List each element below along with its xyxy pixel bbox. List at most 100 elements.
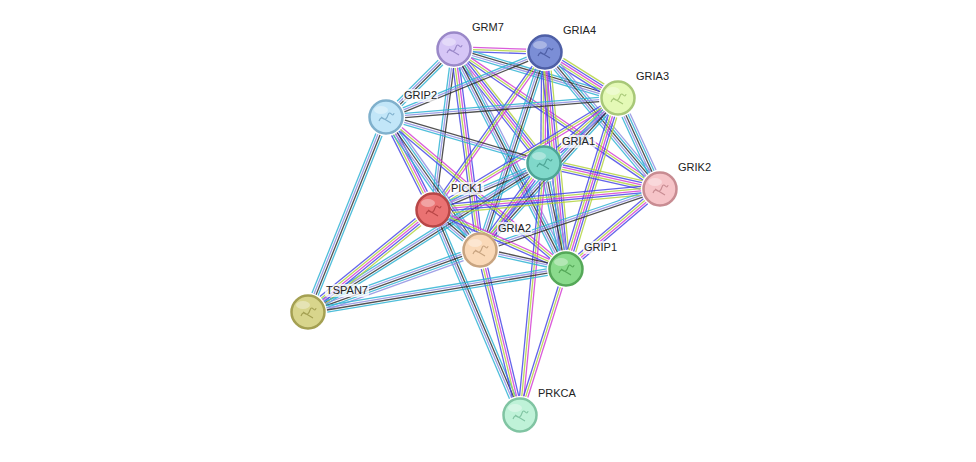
interaction-edge <box>622 113 656 173</box>
evidence-line <box>397 60 438 101</box>
evidence-line <box>562 171 641 189</box>
interaction-edge <box>562 163 643 189</box>
node-circle <box>290 294 326 330</box>
protein-node: GRIA3 <box>600 80 636 116</box>
evidence-line <box>522 182 542 396</box>
node-circle <box>502 397 538 433</box>
interaction-edge <box>498 252 548 267</box>
node-label: GRIA4 <box>562 24 597 37</box>
evidence-line <box>520 182 540 396</box>
interaction-edge <box>473 47 526 53</box>
interaction-edge <box>524 287 563 398</box>
node-label: TSPAN7 <box>325 284 369 297</box>
evidence-line <box>524 287 559 397</box>
node-circle <box>527 34 563 70</box>
evidence-line <box>399 62 440 103</box>
evidence-line <box>486 268 517 396</box>
node-circle <box>415 192 451 228</box>
evidence-line <box>320 219 416 297</box>
evidence-line <box>580 201 645 256</box>
node-label: GRIA3 <box>635 70 670 83</box>
interaction-edge <box>403 57 528 112</box>
evidence-line <box>498 256 547 267</box>
evidence-line <box>488 268 519 396</box>
evidence-line <box>497 193 641 242</box>
evidence-line <box>528 288 563 398</box>
evidence-line <box>405 102 599 118</box>
node-label: GRIA1 <box>561 135 596 148</box>
evidence-line <box>558 110 604 150</box>
evidence-line <box>563 58 604 84</box>
evidence-line <box>312 133 376 293</box>
protein-node: PRKCA <box>502 397 538 433</box>
node-label: GRIP1 <box>583 241 618 254</box>
evidence-line <box>583 204 648 259</box>
interaction-edge <box>404 120 527 160</box>
interaction-edge <box>322 170 529 304</box>
interaction-edge <box>497 193 642 246</box>
node-circle <box>462 232 498 268</box>
evidence-line <box>473 47 526 49</box>
evidence-line <box>324 224 420 302</box>
node-label: GRIP2 <box>403 89 438 102</box>
evidence-line <box>326 176 530 305</box>
protein-node: GRIP1 <box>548 251 584 287</box>
protein-node: GRIP2 <box>368 99 404 135</box>
evidence-line <box>499 254 548 265</box>
evidence-line <box>404 124 525 159</box>
node-circle <box>526 145 562 181</box>
protein-node: GRIA4 <box>527 34 563 70</box>
evidence-line <box>624 116 650 173</box>
interaction-edge <box>578 199 647 259</box>
evidence-line <box>404 122 526 157</box>
evidence-line <box>628 114 654 171</box>
evidence-line <box>405 120 527 155</box>
interaction-edge <box>437 226 515 399</box>
evidence-line <box>463 66 558 252</box>
interaction-edge <box>520 182 545 397</box>
node-label: PRKCA <box>537 387 577 400</box>
evidence-line <box>400 63 441 104</box>
protein-node: GRIA1 <box>526 145 562 181</box>
interaction-edge <box>559 58 605 91</box>
evidence-line <box>323 222 419 300</box>
protein-node: PICK1 <box>415 192 451 228</box>
interaction-edge <box>320 219 421 304</box>
node-label: GRM7 <box>471 21 505 34</box>
evidence-line <box>483 269 514 397</box>
evidence-line <box>473 50 526 52</box>
evidence-line <box>626 115 652 171</box>
interaction-edge <box>397 60 443 106</box>
evidence-line <box>498 195 642 244</box>
evidence-line <box>540 71 542 144</box>
evidence-line <box>622 117 648 174</box>
evidence-line <box>578 199 643 254</box>
evidence-line <box>439 228 511 398</box>
evidence-line <box>445 226 463 241</box>
protein-node: GRIK2 <box>642 171 678 207</box>
interaction-edge <box>541 71 548 144</box>
node-circle <box>368 99 404 135</box>
node-circle <box>436 31 472 67</box>
node-circle <box>642 171 678 207</box>
evidence-line <box>544 183 558 252</box>
node-circle <box>548 251 584 287</box>
node-label: PICK1 <box>450 182 484 195</box>
evidence-line <box>562 169 641 187</box>
protein-node: GRIA2 <box>462 232 498 268</box>
evidence-line <box>402 65 443 106</box>
protein-node: TSPAN7 <box>290 294 326 330</box>
evidence-line <box>526 287 561 397</box>
node-label: GRIA2 <box>497 222 532 235</box>
protein-node: GRM7 <box>436 31 472 67</box>
evidence-line <box>581 202 646 257</box>
evidence-line <box>546 182 560 251</box>
evidence-line <box>321 220 417 298</box>
node-label: GRIK2 <box>677 161 712 174</box>
interaction-edge <box>448 106 603 202</box>
node-circle <box>600 80 636 116</box>
interaction-edge <box>481 268 518 398</box>
evidence-line <box>450 168 526 200</box>
